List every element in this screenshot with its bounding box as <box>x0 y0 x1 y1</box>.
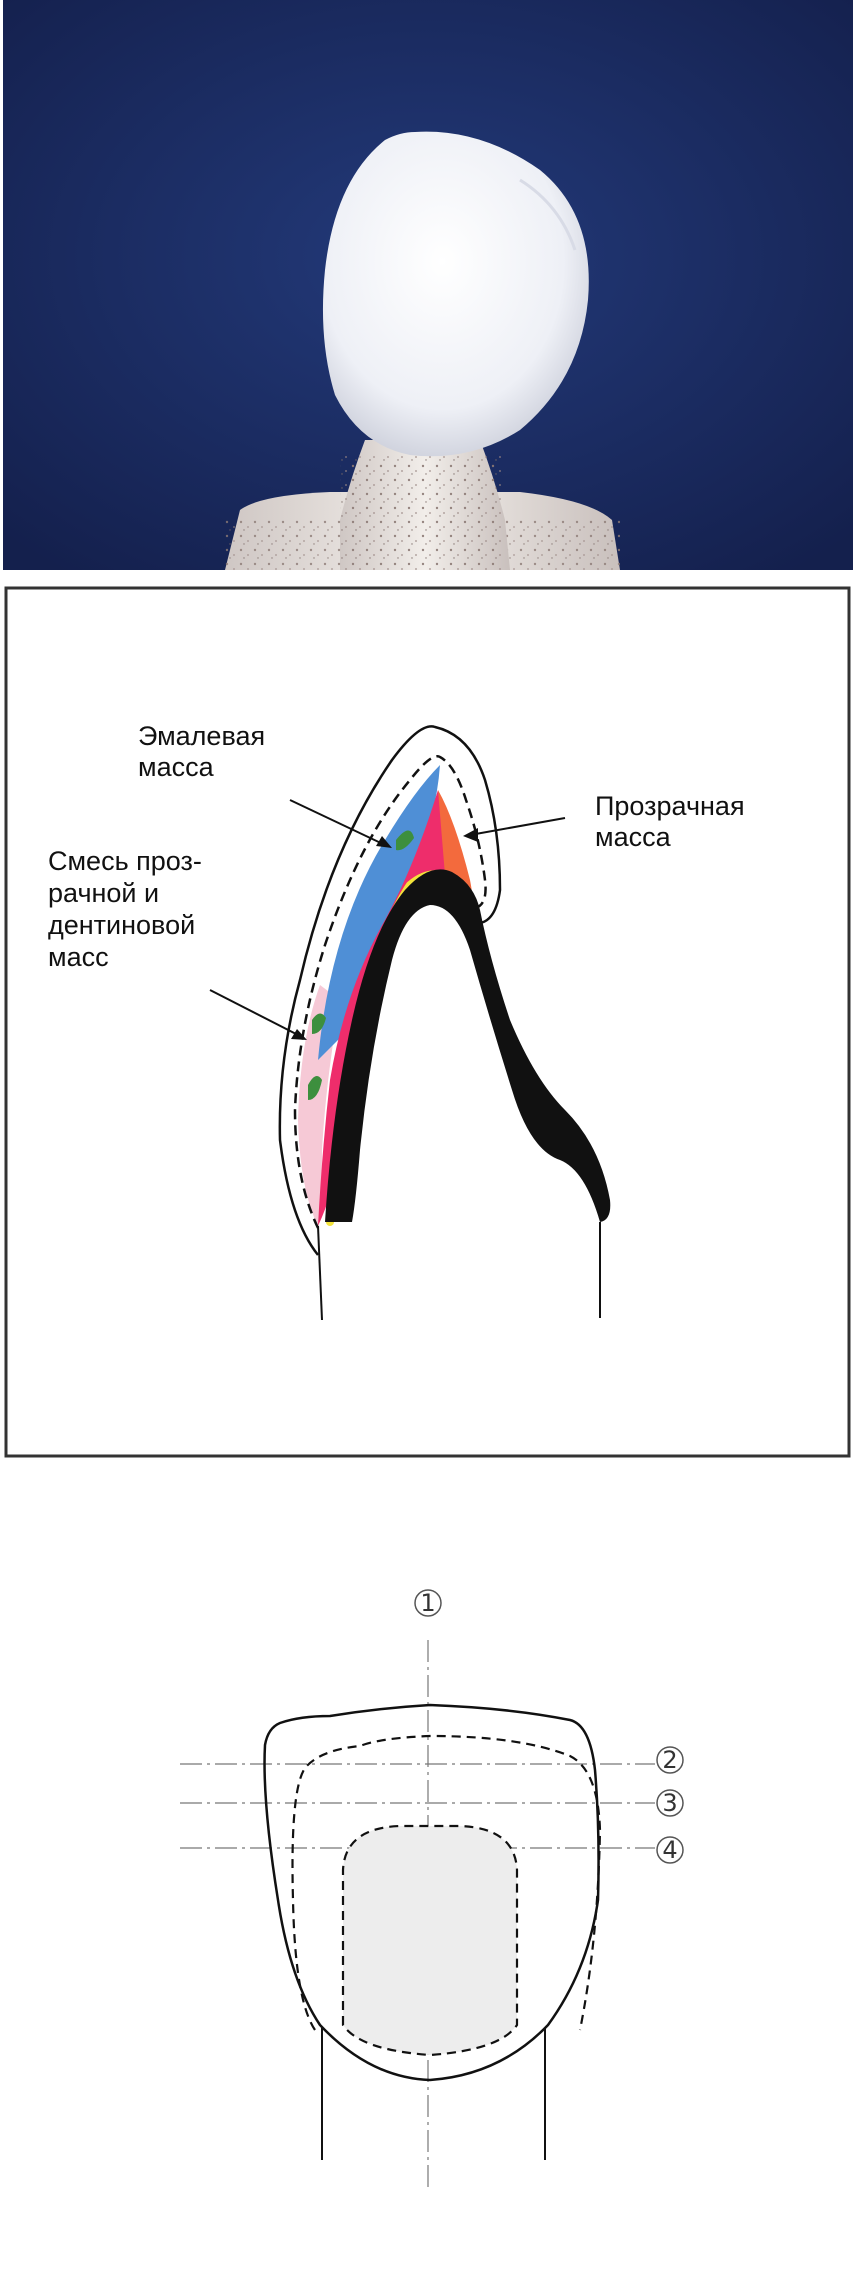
root-line-left <box>317 1225 323 1321</box>
front-view-panel: 1 2 3 4 <box>180 1589 684 2190</box>
enamel-arrow <box>289 799 386 846</box>
cross-section-frame <box>4 586 851 1458</box>
outer-contour <box>278 725 502 1256</box>
label-transparent-1: Прозрачная <box>595 791 745 821</box>
marker-2: 2 <box>656 1746 684 1774</box>
label-mixture-2: рачной и <box>48 878 159 908</box>
svg-text:4: 4 <box>662 1836 677 1864</box>
cross-section-panel: Эмалевая масса Прозрачная масса Смесь пр… <box>4 586 851 1458</box>
green-accent <box>308 1076 322 1100</box>
photo-panel <box>3 0 853 570</box>
mixture-arrow <box>209 989 301 1037</box>
marker-4: 4 <box>656 1836 684 1864</box>
label-enamel-1: Эмалевая <box>138 721 265 751</box>
metal-framework <box>325 869 611 1222</box>
front-dashed-outline <box>291 1734 602 2031</box>
inner-core <box>341 1824 519 2057</box>
label-transparent-2: масса <box>595 822 672 852</box>
front-outer-contour <box>263 1703 600 2082</box>
label-mixture-4: масс <box>48 942 109 972</box>
label-enamel-2: масса <box>138 752 215 782</box>
label-mixture-3: дентиновой <box>48 910 195 940</box>
marker-3: 3 <box>656 1789 684 1817</box>
dashed-outline <box>293 755 487 1229</box>
svg-text:3: 3 <box>662 1789 677 1817</box>
svg-text:1: 1 <box>420 1589 435 1617</box>
transparent-arrow <box>469 817 566 836</box>
svg-text:2: 2 <box>662 1746 677 1774</box>
label-mixture-1: Смесь проз- <box>48 846 202 876</box>
crown-model <box>322 131 589 457</box>
marker-1: 1 <box>414 1589 442 1617</box>
